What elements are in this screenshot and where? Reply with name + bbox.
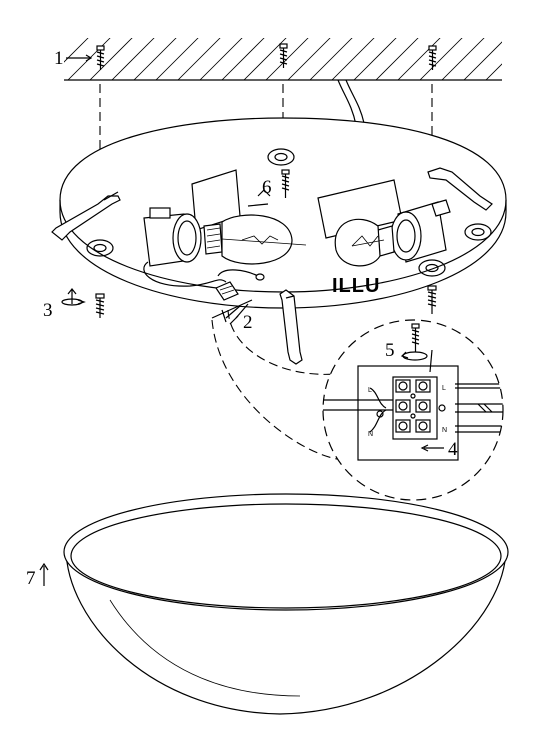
screw-plate-right <box>427 285 437 314</box>
callout-2-pointer <box>229 315 239 325</box>
terminal-label-n-right: N <box>442 427 447 434</box>
mounting-hole-right-bottom <box>418 259 446 277</box>
ceiling-screw-right <box>428 45 437 70</box>
mounting-hole-top <box>267 148 295 166</box>
screw-3 <box>95 293 105 318</box>
terminal-label-l-right: L <box>442 385 446 392</box>
brand-label: ILLU <box>332 275 380 297</box>
terminal-block <box>392 376 438 440</box>
terminal-label-n-left: N <box>368 431 373 438</box>
callout-2: 2 <box>243 312 253 333</box>
retaining-clip-right <box>427 167 493 211</box>
callout-4: 4 <box>448 439 458 460</box>
retaining-clip-left <box>51 191 121 241</box>
terminal-label-l-left: L <box>368 387 372 394</box>
screw-3-arrow <box>61 288 86 306</box>
earth-symbol-right <box>438 404 446 412</box>
lamp-socket-right <box>390 199 451 263</box>
mains-cable <box>337 79 357 126</box>
light-bulb-right <box>334 218 395 267</box>
hanging-clip <box>279 289 303 365</box>
screw-5 <box>411 323 420 352</box>
detail-leader-lines <box>211 309 347 461</box>
light-bulb-left <box>203 214 307 265</box>
terminal-block-small <box>215 281 239 301</box>
screw-6-arrow <box>247 189 271 207</box>
earth-symbol-left <box>376 410 384 418</box>
ceiling-screw-middle <box>279 43 288 68</box>
lamp-socket-left <box>143 207 202 267</box>
callout-7: 7 <box>26 568 36 589</box>
screw-5-pointer <box>429 349 433 373</box>
mounting-hole-right-top <box>464 223 492 241</box>
glass-shade <box>63 493 509 715</box>
internal-wire <box>143 261 227 287</box>
callout-1: 1 <box>54 48 64 69</box>
callout-3: 3 <box>43 300 53 321</box>
screw-6 <box>281 169 290 198</box>
callout-5: 5 <box>385 340 395 361</box>
ceiling-screw-left <box>96 45 105 70</box>
callout-6: 6 <box>262 177 272 198</box>
screw-5-rotation-arrow <box>400 351 428 361</box>
shade-up-arrow <box>39 562 49 586</box>
callout-4-arrow <box>420 444 444 452</box>
ceiling-surface <box>64 38 502 81</box>
callout-1-arrow <box>66 54 93 62</box>
mounting-hole-left <box>86 239 114 257</box>
